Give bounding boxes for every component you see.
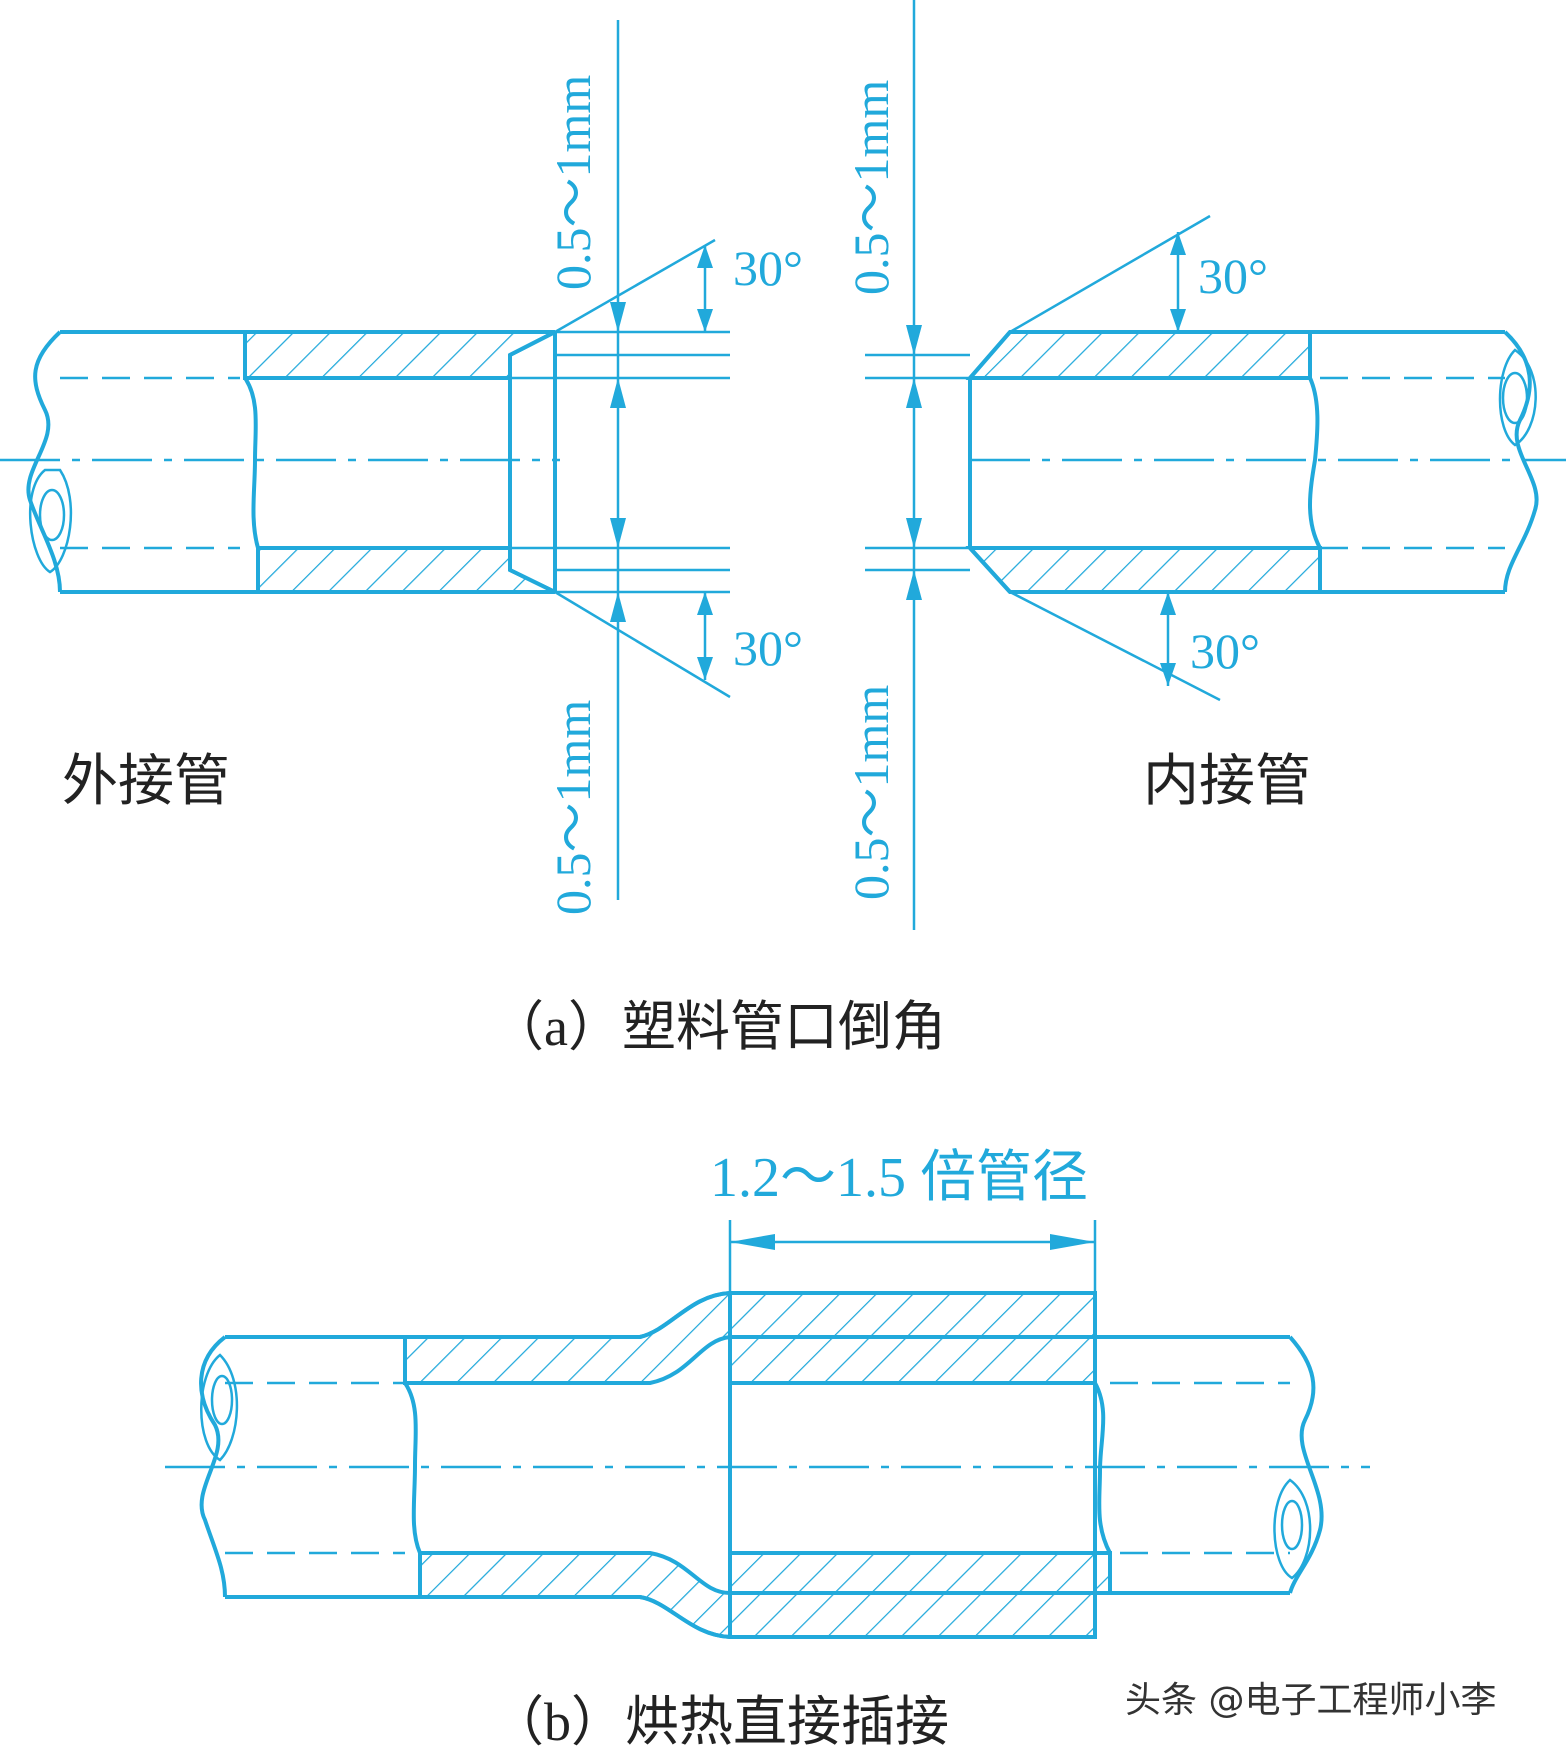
hot-insertion-drawing: [165, 1291, 1370, 1639]
insertion-length-label: 1.2～1.5 倍管径: [710, 1147, 1088, 1209]
dim-label-bottom-right: 0.5～1mm: [843, 685, 899, 900]
outer-pipe-drawing: [0, 330, 560, 594]
dim-label-top-left: 0.5～1mm: [545, 75, 601, 290]
angle-label-bottom-right: 30°: [1190, 623, 1260, 679]
angle-label-top-right: 30°: [1198, 248, 1268, 304]
dim-label-bottom-left: 0.5～1mm: [545, 700, 601, 915]
outer-pipe-label: 外接管: [62, 749, 230, 814]
inner-pipe-label: 内接管: [1143, 749, 1311, 814]
insertion-length-dimension: [728, 1220, 1097, 1293]
caption-b: （b）烘热直接插接: [490, 1692, 949, 1752]
outer-pipe-dimensions: [510, 20, 731, 900]
angle-label-bottom-left: 30°: [733, 620, 803, 676]
angle-label-top-left: 30°: [733, 240, 803, 296]
inner-pipe-dimensions: [865, 0, 1221, 930]
dim-label-top-right: 0.5～1mm: [843, 80, 899, 295]
caption-a: （a）塑料管口倒角: [490, 997, 946, 1057]
inner-pipe-drawing: [965, 330, 1566, 594]
watermark: 头条 @电子工程师小李: [1125, 1680, 1496, 1721]
